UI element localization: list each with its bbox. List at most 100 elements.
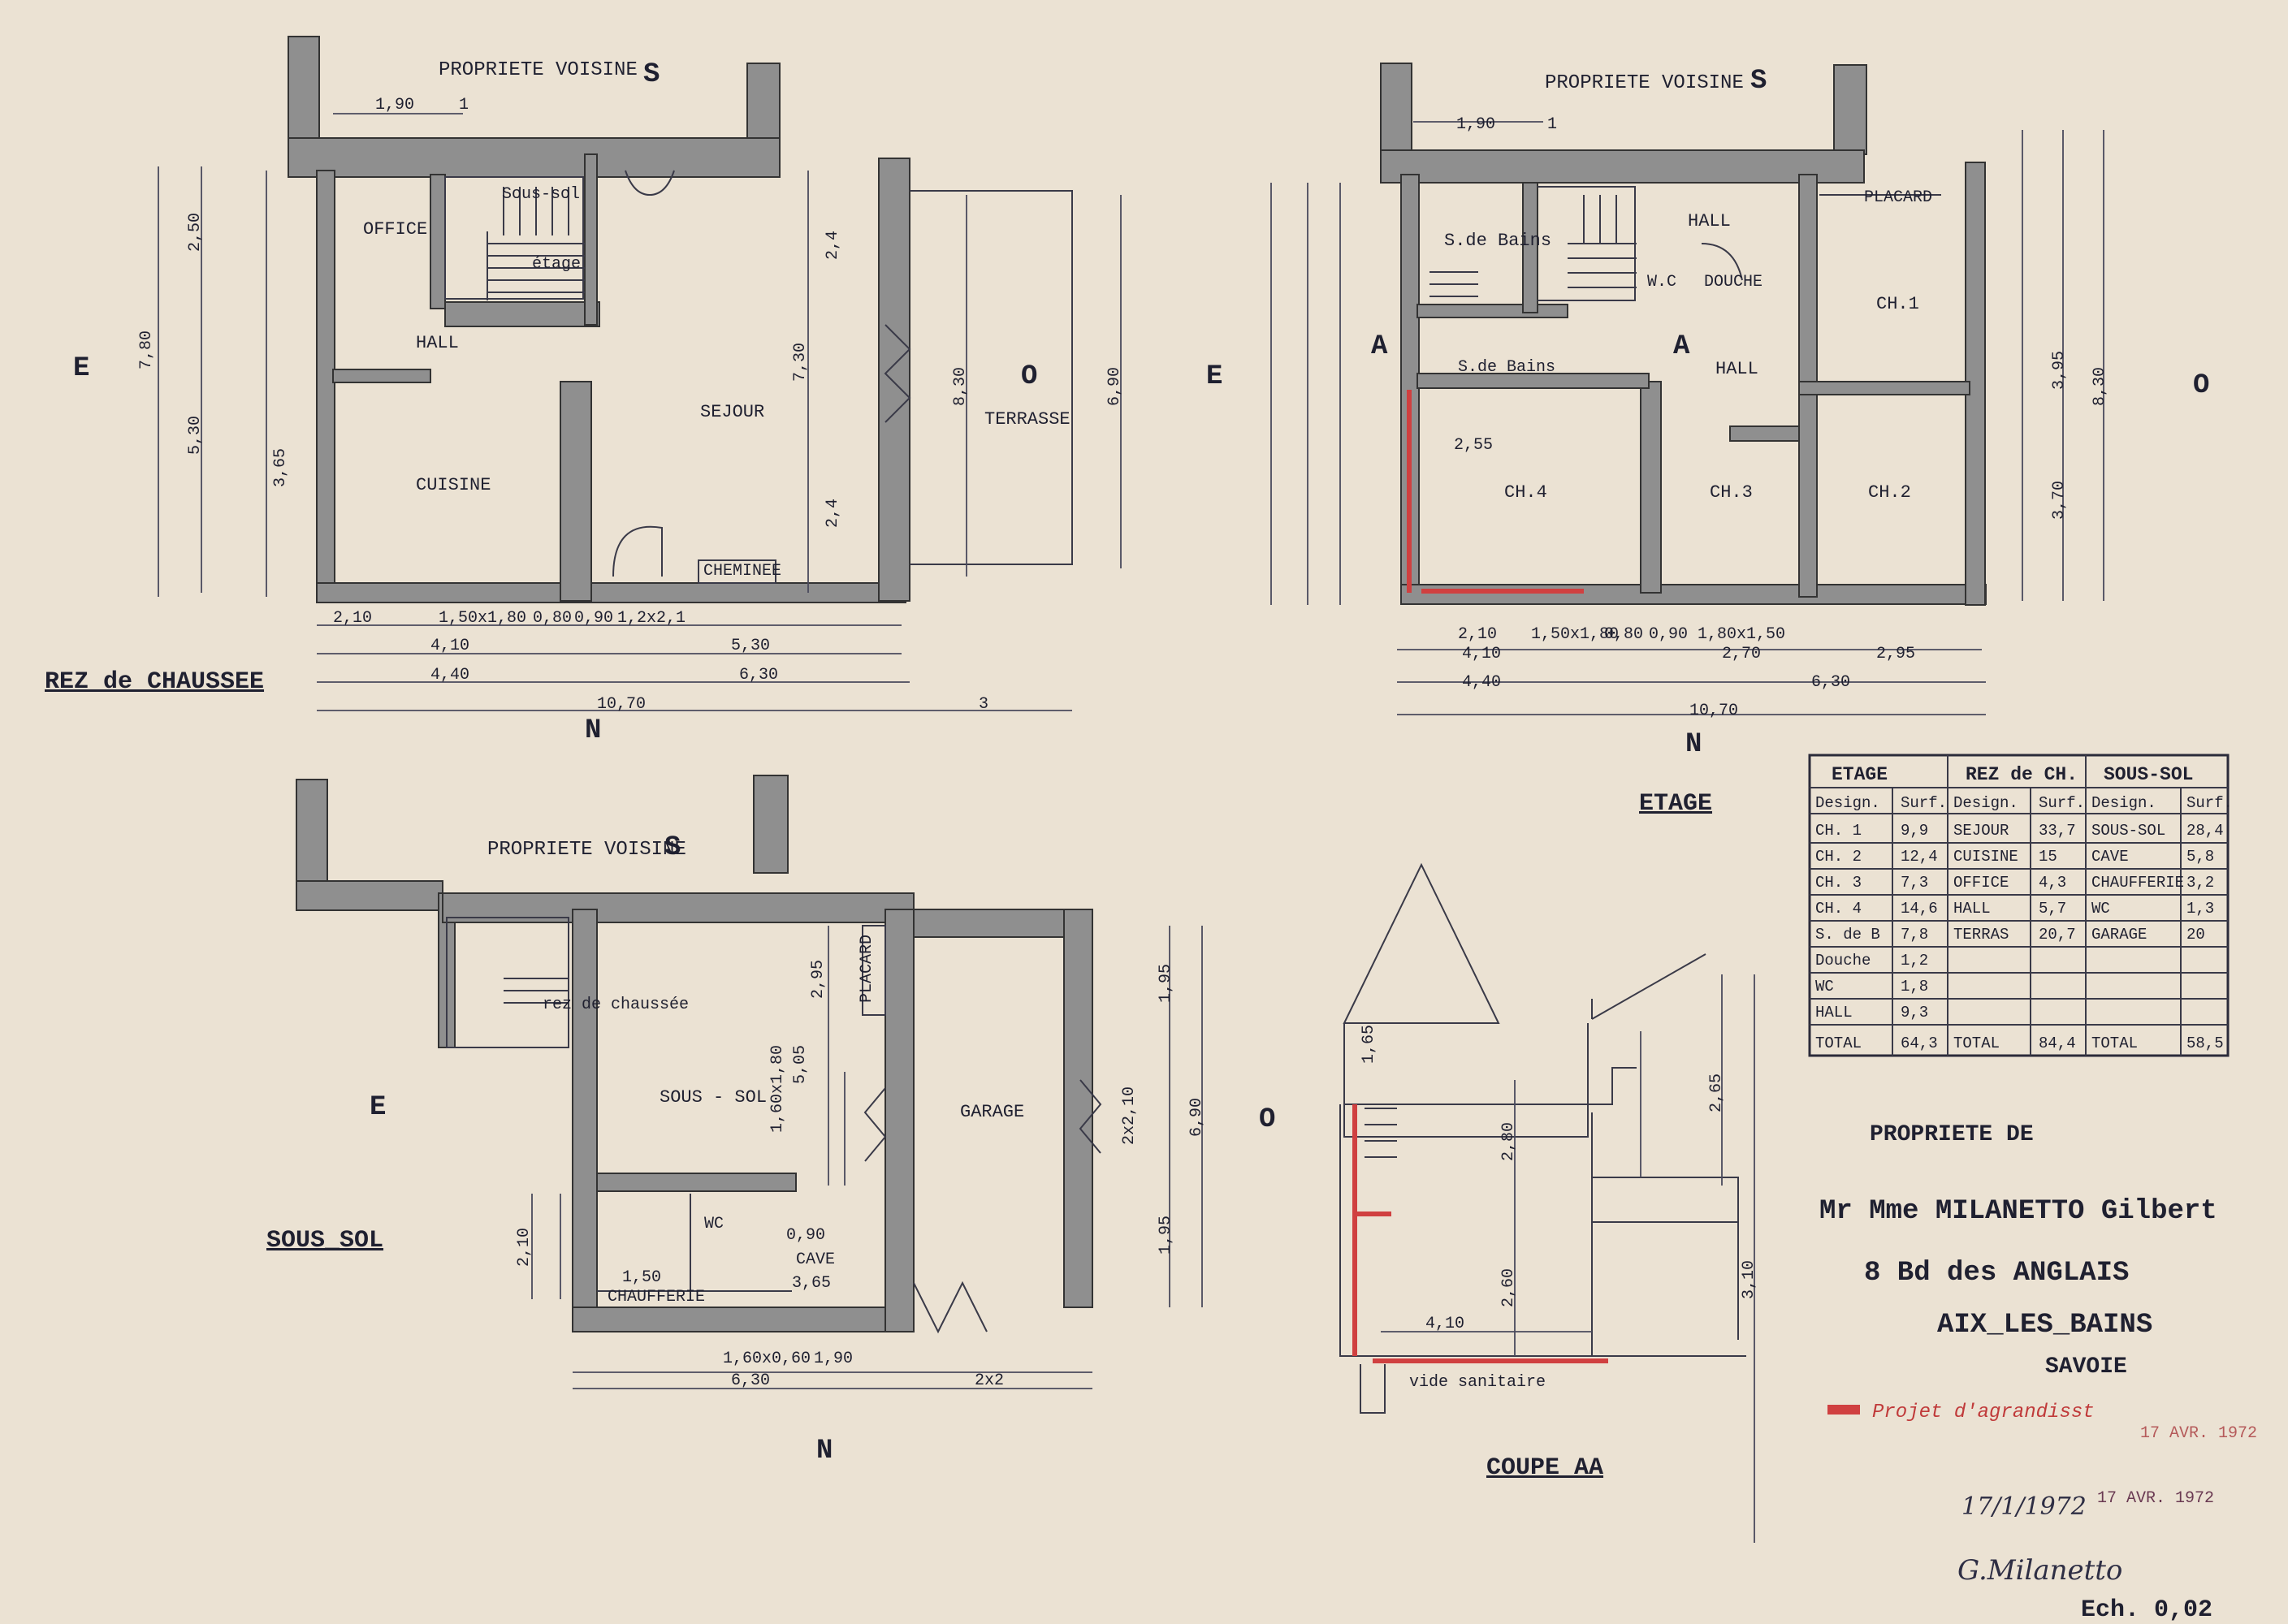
table-cell: 5,8 [2186,848,2214,866]
table-cell: 15 [2039,848,2057,866]
gf-dim: 3,65 [271,448,290,487]
table-cell: 4,3 [2039,874,2066,892]
uf-dim: 2,55 [1454,436,1493,455]
gf-stair-label-up: étage [532,255,581,274]
table-total-cell: TOTAL [2091,1034,2138,1052]
table-cell: HALL [1815,1004,1853,1021]
gf-dim: 2,50 [186,213,205,252]
uf-dim: 2,70 [1722,645,1761,663]
gf-west-marker: O [1021,361,1037,392]
section-dim: 2,80 [1499,1122,1518,1161]
surface-table [1808,754,2230,1057]
legend-swatch [1827,1405,1860,1415]
bs-dim: 1,95 [1157,1216,1175,1255]
uf-room-sdb1: S.de Bains [1444,231,1551,251]
table-cell: SOUS-SOL [2091,822,2165,840]
uf-dim: 10,70 [1689,702,1738,720]
uf-dim: 2,95 [1876,645,1915,663]
table-cell: 9,9 [1901,822,1928,840]
uf-room-hall1: HALL [1688,211,1731,231]
table-cell: 20 [2186,926,2205,944]
table-total-cell: TOTAL [1815,1034,1862,1052]
bs-east-marker: E [370,1092,386,1123]
table-cell: 7,8 [1901,926,1928,944]
gf-dim: 10,70 [597,695,646,714]
gf-room-cheminee: CHEMINEE [703,562,781,581]
bs-north-marker: N [816,1436,833,1466]
owner-name: Mr Mme MILANETTO Gilbert [1819,1196,2217,1227]
legend-text: Projet d'agrandisst [1872,1402,2095,1423]
gf-dim: 8,30 [951,367,970,406]
section-aa [1339,862,1755,1543]
owner-street: 8 Bd des ANGLAIS [1864,1258,2129,1289]
uf-room-ch1: CH.1 [1876,294,1919,314]
gf-dim: 2,4 [824,231,842,260]
table-total-cell: 84,4 [2039,1034,2076,1052]
table-total-cell: 58,5 [2186,1034,2224,1052]
gf-dim: 7,30 [791,343,810,382]
uf-dim: 8,30 [2091,367,2109,406]
gf-dim: 1 [459,96,469,114]
uf-dim: 0,80 [1604,625,1643,644]
table-cell: 33,7 [2039,822,2076,840]
uf-room-wc: W.C [1647,273,1676,292]
table-cell: S. de B [1815,926,1880,944]
bs-room-rdc: rez de chaussée [543,996,689,1014]
table-cell: 28,4 [2186,822,2224,840]
uf-dim: 6,30 [1811,673,1850,692]
gf-dim: 3 [979,695,988,714]
table-group-ssol: SOUS-SOL [2104,764,2193,785]
bs-dim: 1,60x0,60 [723,1350,811,1368]
bs-dim: 1,50 [622,1268,661,1287]
uf-dim: 1,80x1,50 [1698,625,1785,644]
gf-dim: 0,90 [574,609,613,628]
gf-title: REZ de CHAUSSEE [45,668,264,696]
table-subheader: Design. [2091,794,2156,812]
uf-south-marker: S [1750,66,1767,97]
table-cell: CAVE [2091,848,2129,866]
uf-dim: 4,10 [1462,645,1501,663]
bs-title: SOUS_SOL [266,1227,383,1255]
table-cell: WC [2091,900,2110,918]
table-subheader: Surf. [2186,794,2233,812]
gf-dim: 1,50x1,80 [439,609,526,628]
uf-room-hall2: HALL [1715,359,1758,379]
table-cell: GARAGE [2091,926,2147,944]
gf-east-marker: E [73,353,89,384]
table-cell: WC [1815,978,1834,996]
basement-plan [296,775,1203,1389]
uf-room-douche: DOUCHE [1704,273,1762,292]
table-cell: SEJOUR [1953,822,2009,840]
table-cell: OFFICE [1953,874,2009,892]
owner-region: SAVOIE [2045,1354,2127,1380]
table-cell: 1,8 [1901,978,1928,996]
table-cell: 7,3 [1901,874,1928,892]
section-west-marker: O [1259,1104,1275,1135]
uf-dim: 4,40 [1462,673,1501,692]
table-cell: 14,6 [1901,900,1938,918]
table-cell: CH. 2 [1815,848,1862,866]
uf-dim: 1,50x1,80 [1531,625,1619,644]
table-cell: CHAUFFERIE [2091,874,2184,892]
bs-room-garage: GARAGE [960,1102,1024,1122]
bs-dim: 2x2 [975,1371,1004,1390]
uf-room-ch3: CH.3 [1710,482,1753,503]
table-cell: CUISINE [1953,848,2018,866]
bs-room-wc: WC [704,1215,724,1233]
bs-dim: 5,05 [791,1045,810,1084]
gf-room-terrasse: TERRASSE [984,409,1070,430]
bs-dim: 2x2,10 [1120,1086,1139,1145]
gf-stair-label-down: Sous-sol [502,185,580,204]
table-cell: TERRAS [1953,926,2009,944]
bs-south-marker: S [664,832,681,863]
gf-dim: 2,4 [824,499,842,528]
table-cell: CH. 3 [1815,874,1862,892]
table-cell: 3,2 [2186,874,2214,892]
owner-label: PROPRIETE DE [1870,1122,2034,1147]
uf-dim: 3,70 [2050,481,2069,520]
section-marker-a-right: A [1673,331,1690,362]
bs-dim: 2,10 [515,1228,534,1267]
table-subheader: Surf. [2039,794,2085,812]
